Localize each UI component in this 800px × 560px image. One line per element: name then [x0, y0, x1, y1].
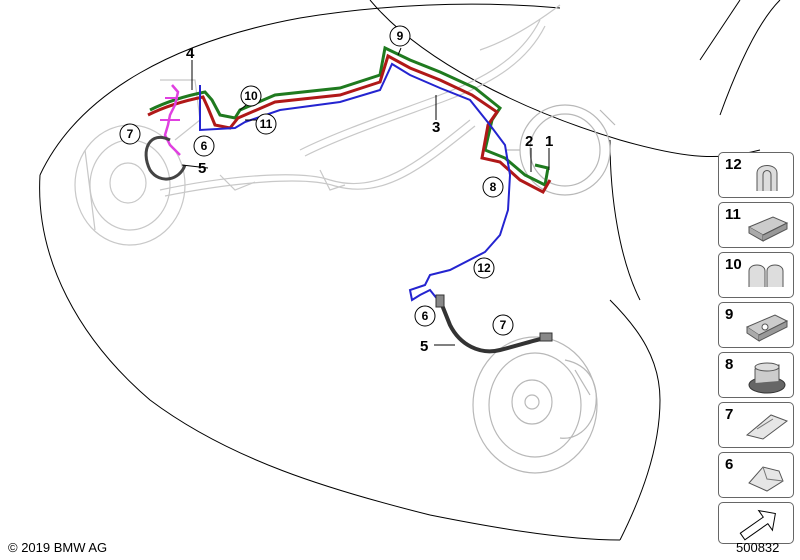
clip-icon	[756, 165, 778, 191]
legend-nav-arrow[interactable]	[718, 502, 794, 544]
drawing-number: 500832	[736, 540, 780, 555]
brake-line-magenta	[163, 84, 181, 156]
part-label-5-rear: 5	[420, 338, 428, 355]
retainer-icon	[748, 466, 784, 492]
circled-label-7-rear: 7	[500, 318, 507, 332]
circled-label-7-front: 7	[127, 127, 134, 141]
circled-label-8: 8	[490, 180, 497, 194]
arrow-icon	[739, 509, 776, 541]
part-label-5-front: 5	[198, 160, 206, 177]
legend-number: 12	[725, 156, 742, 173]
legend-item-12[interactable]: 12	[718, 152, 794, 198]
legend-item-10[interactable]: 10	[718, 252, 794, 298]
circled-label-6-rear: 6	[422, 309, 429, 323]
grommet-icon	[748, 362, 786, 394]
circled-label-11: 11	[260, 117, 273, 131]
circled-labels	[119, 25, 514, 336]
brake-booster	[505, 104, 616, 196]
rear-hose-fitting	[435, 294, 445, 308]
copyright-text: © 2019 BMW AG	[8, 540, 108, 555]
legend-item-11[interactable]: 11	[718, 202, 794, 248]
legend-item-6[interactable]: 6	[718, 452, 794, 498]
legend-item-7[interactable]: 7	[718, 402, 794, 448]
legend-number: 10	[725, 256, 742, 273]
circled-label-6-front: 6	[201, 139, 208, 153]
brake-line-green	[149, 45, 550, 188]
part-label-2: 2	[525, 133, 533, 150]
rear-hose-fitting-2	[539, 332, 553, 342]
legend-number: 6	[725, 456, 734, 473]
spring-clip-icon	[745, 414, 789, 440]
car-body-outline	[39, 0, 781, 541]
rear-brake-hose	[438, 299, 546, 354]
bracket-icon	[747, 216, 789, 242]
front-brake-hose	[144, 135, 187, 181]
circled-label-12: 12	[477, 261, 491, 275]
part-label-3: 3	[432, 119, 440, 136]
legend-number: 7	[725, 406, 734, 423]
brake-line-blue	[199, 62, 512, 302]
circled-label-10: 10	[244, 89, 258, 103]
ghost-structure	[159, 4, 561, 197]
part-label-4: 4	[186, 45, 195, 62]
double-clip-icon	[748, 264, 784, 287]
legend-item-9[interactable]: 9	[718, 302, 794, 348]
legend-number: 11	[725, 206, 741, 223]
parts-legend: 12 11 10 9 8 7	[718, 152, 794, 548]
rear-brake-disc	[472, 336, 598, 474]
legend-number: 9	[725, 306, 734, 323]
legend-number: 8	[725, 356, 734, 373]
brake-line-magenta-2	[160, 97, 180, 121]
part-label-1: 1	[545, 133, 553, 150]
circled-label-9: 9	[397, 29, 404, 43]
legend-item-8[interactable]: 8	[718, 352, 794, 398]
holder-icon	[745, 314, 789, 342]
